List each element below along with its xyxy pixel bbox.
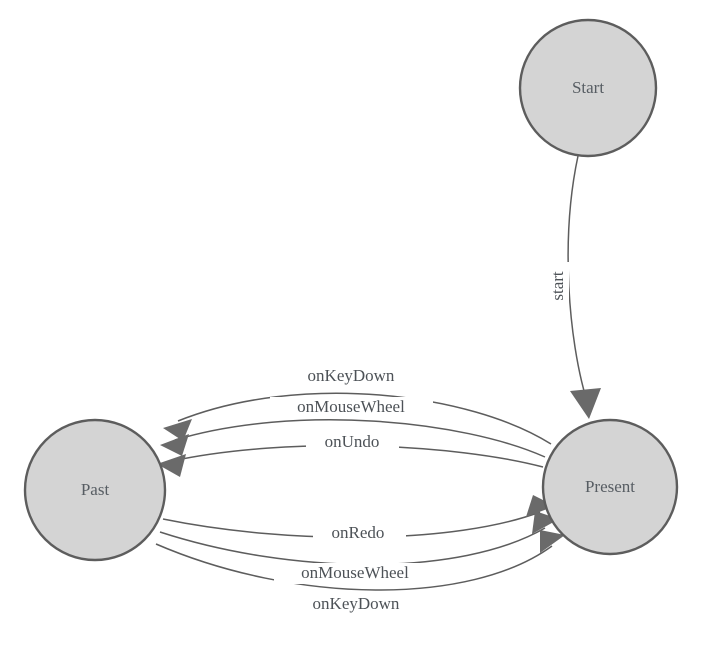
edge-path	[174, 419, 546, 458]
label-mask	[270, 397, 433, 418]
node-present-circle	[541, 418, 679, 556]
node-start[interactable]: Start	[518, 18, 658, 158]
arrowhead-icon	[526, 495, 555, 517]
label-mask	[306, 432, 399, 453]
arrowhead-icon	[160, 434, 189, 456]
node-past-circle	[23, 418, 167, 562]
label-mask	[313, 523, 406, 544]
edge-label-present-past-onmousewheel: onMouseWheel	[270, 397, 433, 418]
label-mask	[288, 594, 424, 615]
label-mask	[549, 262, 569, 310]
edge-label-text: onUndo	[325, 432, 380, 451]
edge-label-past-present-onredo: onRedo	[313, 523, 406, 544]
node-past-label: Past	[81, 480, 110, 499]
edge-present-to-past-onkeydown[interactable]	[163, 392, 552, 445]
edge-path	[177, 392, 552, 445]
edge-label-text: onMouseWheel	[301, 563, 409, 582]
arrowhead-icon	[570, 388, 601, 419]
edge-label-text: onMouseWheel	[297, 397, 405, 416]
edge-label-text: start	[548, 271, 567, 301]
edge-label-text: onKeyDown	[313, 594, 400, 613]
node-past[interactable]: Past	[23, 418, 167, 562]
edge-label-past-present-onmousewheel: onMouseWheel	[274, 563, 437, 584]
edge-label-past-present-onkeydown: onKeyDown	[288, 594, 424, 615]
label-mask	[274, 563, 437, 584]
edge-past-to-present-onkeydown[interactable]	[155, 530, 565, 591]
edge-path	[155, 543, 553, 591]
edge-path	[567, 155, 587, 399]
edge-label-present-past-onkeydown: onKeyDown	[283, 366, 419, 387]
node-start-label: Start	[572, 78, 604, 97]
node-present[interactable]: Present	[541, 418, 679, 556]
edge-label-text: onKeyDown	[308, 366, 395, 385]
edge-start-to-present[interactable]	[567, 155, 601, 419]
node-present-label: Present	[585, 477, 635, 496]
arrowhead-icon	[163, 419, 192, 441]
edge-label-text: onRedo	[332, 523, 385, 542]
arrowhead-icon	[540, 530, 565, 553]
node-start-circle	[518, 18, 658, 158]
arrowhead-icon	[157, 454, 186, 477]
edge-label-start-present: start	[548, 262, 569, 310]
edge-label-present-past-onundo: onUndo	[306, 432, 399, 453]
edge-present-to-past-onmousewheel[interactable]	[160, 419, 546, 458]
label-mask	[283, 366, 419, 387]
